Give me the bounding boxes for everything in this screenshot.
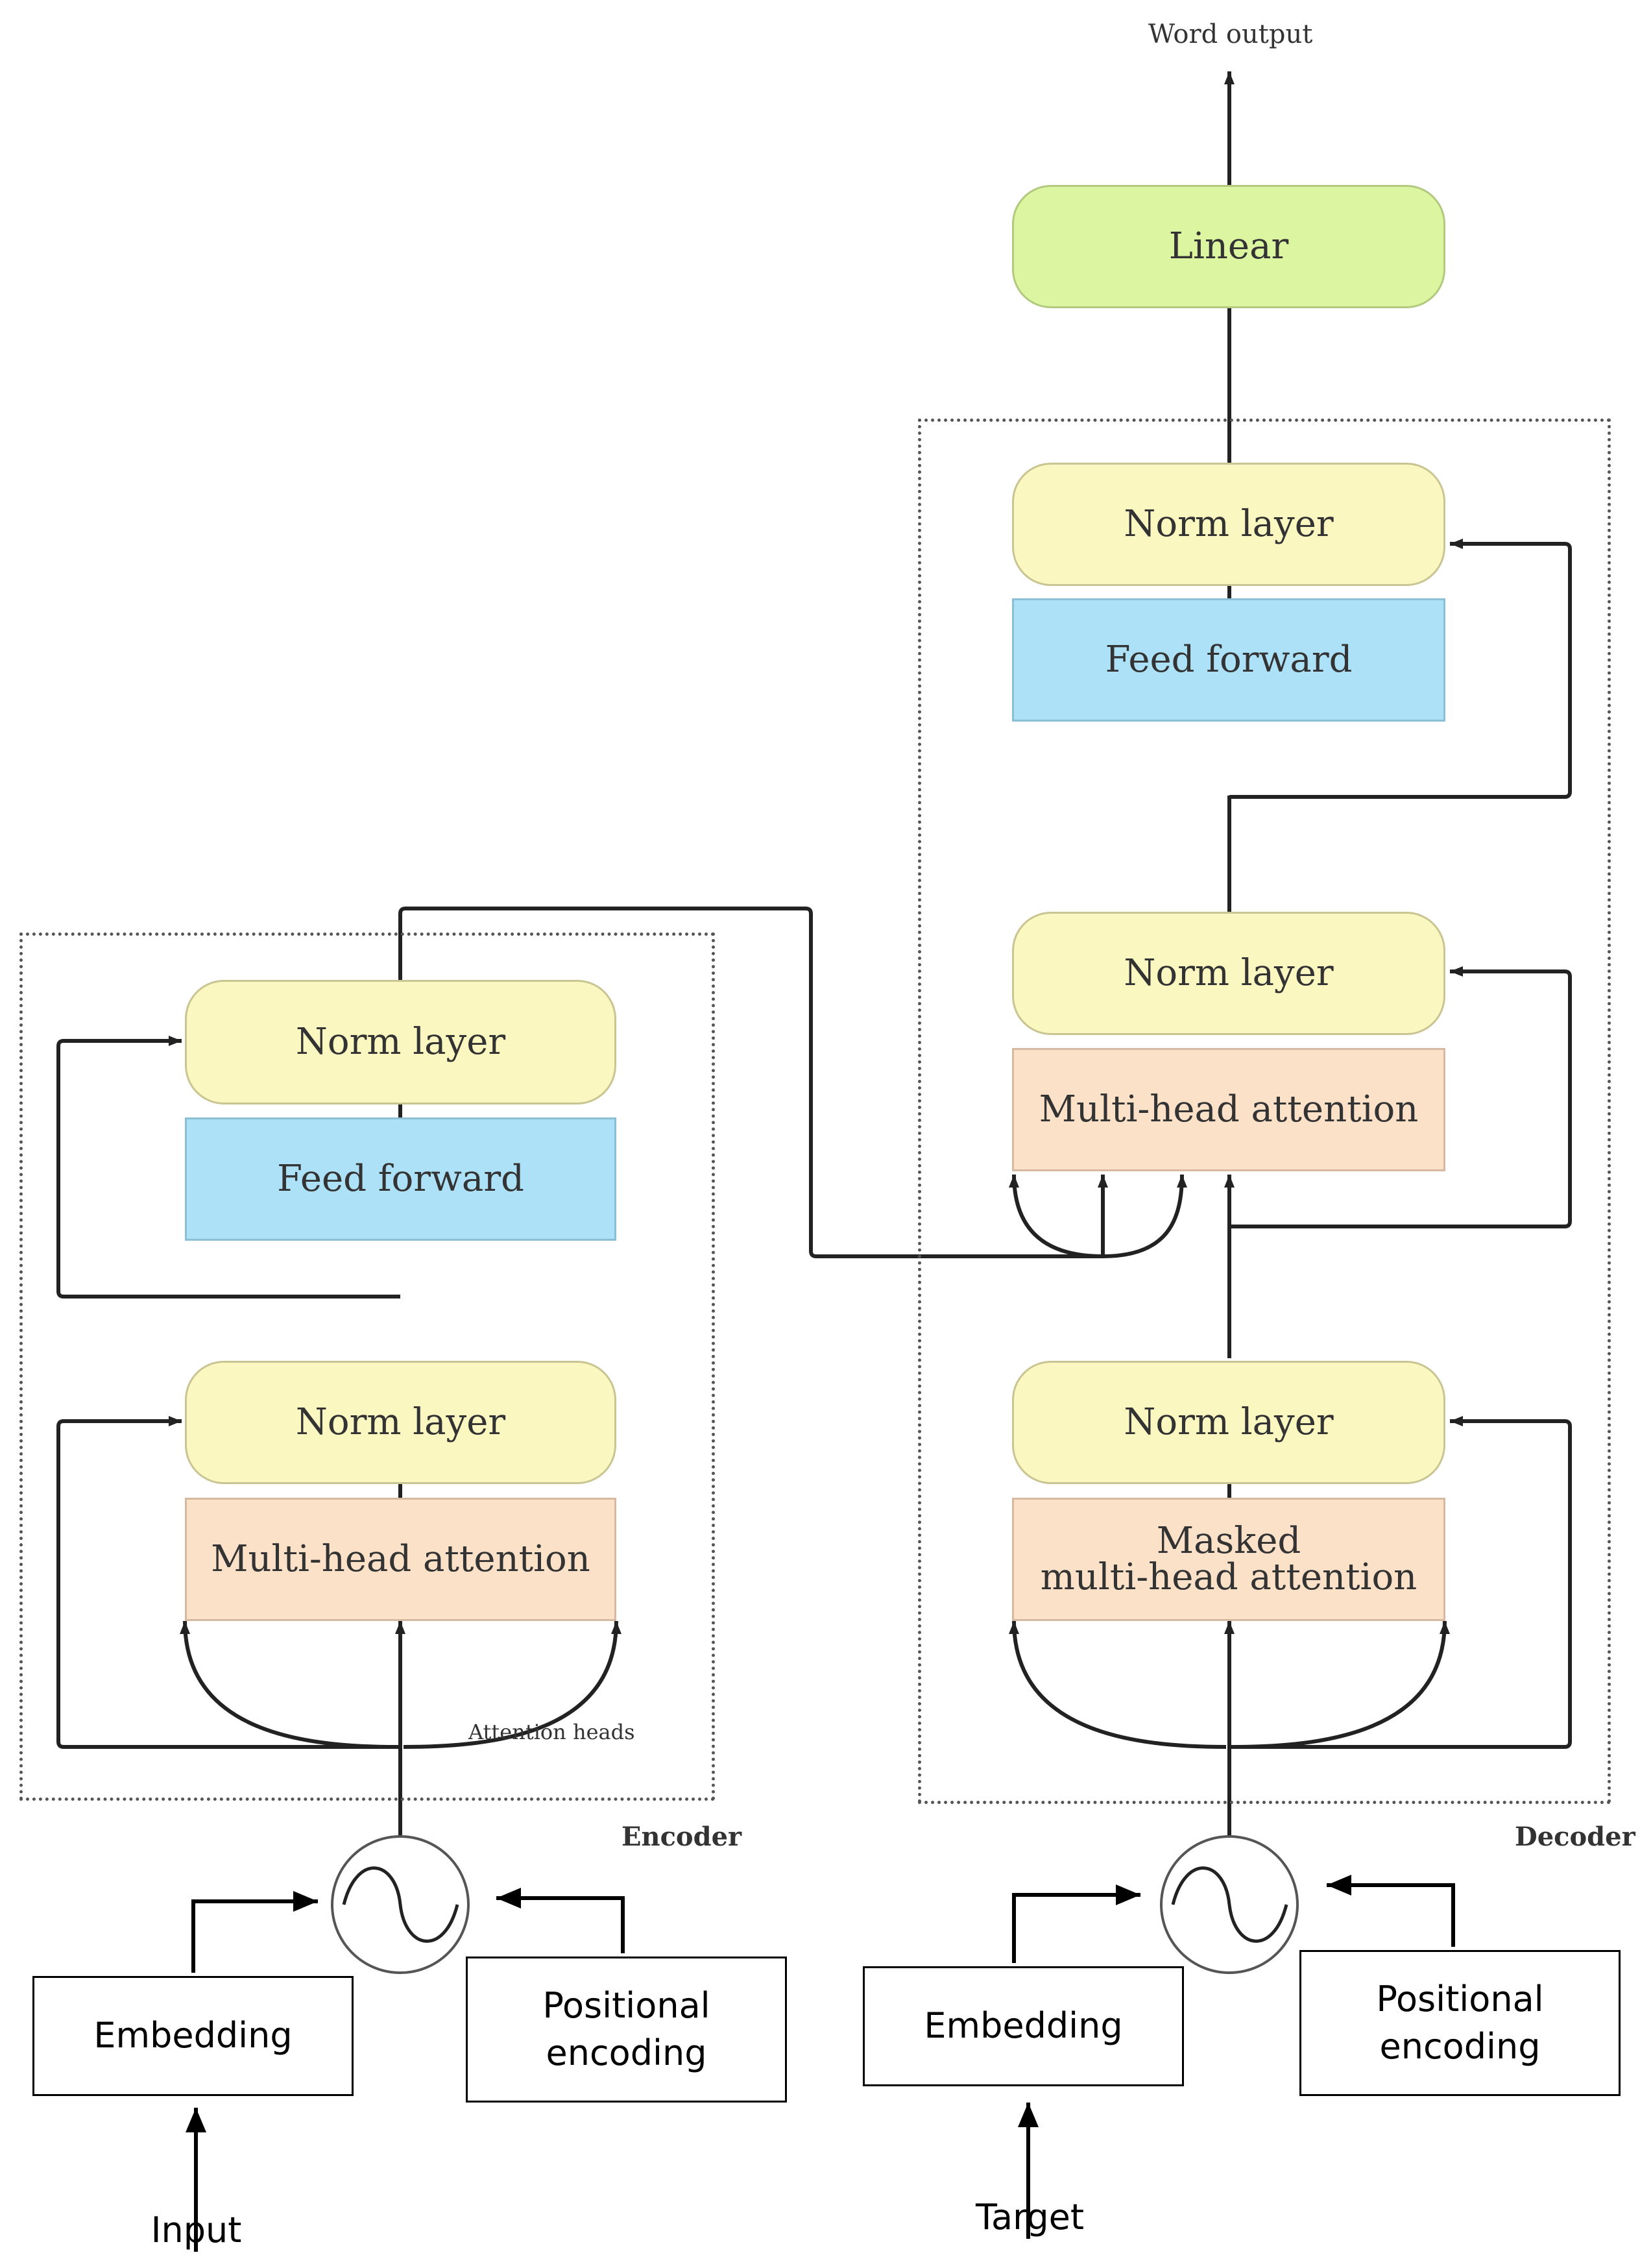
- decoder-cross-attention: Multi-head attention: [1012, 1048, 1445, 1171]
- decoder-cross-residual-line: [1229, 966, 1572, 1228]
- decoder-embedding-to-sum-arrow: [1012, 1884, 1140, 1963]
- encoder-attention-heads-curve: [180, 1620, 398, 1749]
- encoder-attention: Multi-head attention: [185, 1498, 616, 1621]
- encoder-attention-heads-curve: [403, 1620, 621, 1749]
- encoder-attention-residual-line: [56, 1416, 400, 1749]
- linear-layer: Linear: [1012, 185, 1445, 308]
- target-label: Target: [975, 2197, 1085, 2238]
- word-output-label: Word output: [1148, 19, 1313, 49]
- decoder-embedding-box: Embedding: [863, 1966, 1184, 2086]
- decoder-masked-heads-curve: [1009, 1620, 1227, 1749]
- encoder-positional-to-sum-arrow: [496, 1888, 625, 1953]
- masked-attention-line1: Masked: [1156, 1520, 1301, 1562]
- encoder-top-norm-layer: Norm layer: [185, 980, 616, 1104]
- decoder-masked-heads-curve: [1232, 1620, 1450, 1749]
- decoder-positional-to-sum-arrow: [1327, 1875, 1455, 1947]
- decoder-cross-heads-curve: [1102, 1174, 1187, 1258]
- decoder-positional-encoding-box: Positional encoding: [1299, 1950, 1621, 2096]
- masked-attention-line2: multi-head attention: [1040, 1556, 1417, 1598]
- decoder-ff-residual-line: [1229, 539, 1572, 799]
- decoder-bottom-norm-layer: Norm layer: [1012, 1361, 1445, 1484]
- decoder-label: Decoder: [1515, 1822, 1635, 1852]
- decoder-sum-circle: [1160, 1835, 1299, 1974]
- encoder-sum-circle: [331, 1835, 470, 1974]
- encoder-block-frame: [19, 933, 715, 1801]
- encoder-positional-encoding-box: Positional encoding: [466, 1957, 787, 2103]
- decoder-masked-attention: Masked multi-head attention: [1012, 1498, 1445, 1621]
- decoder-cross-heads-curve: [1009, 1174, 1103, 1258]
- encoder-output-line: [398, 907, 1104, 1258]
- encoder-bottom-norm-layer: Norm layer: [185, 1361, 616, 1484]
- decoder-feed-forward: Feed forward: [1012, 598, 1445, 722]
- encoder-feed-forward: Feed forward: [185, 1117, 616, 1241]
- decoder-middle-norm-layer: Norm layer: [1012, 912, 1445, 1035]
- attention-heads-label: Attention heads: [468, 1720, 635, 1744]
- encoder-ff-residual-line: [56, 1036, 400, 1299]
- decoder-block-frame: [918, 419, 1611, 1804]
- encoder-embedding-to-sum-arrow: [191, 1891, 318, 1973]
- encoder-label: Encoder: [621, 1822, 742, 1852]
- input-label: Input: [151, 2210, 242, 2250]
- decoder-top-norm-layer: Norm layer: [1012, 463, 1445, 586]
- encoder-embedding-box: Embedding: [32, 1976, 354, 2096]
- decoder-masked-residual-line: [1229, 1416, 1572, 1749]
